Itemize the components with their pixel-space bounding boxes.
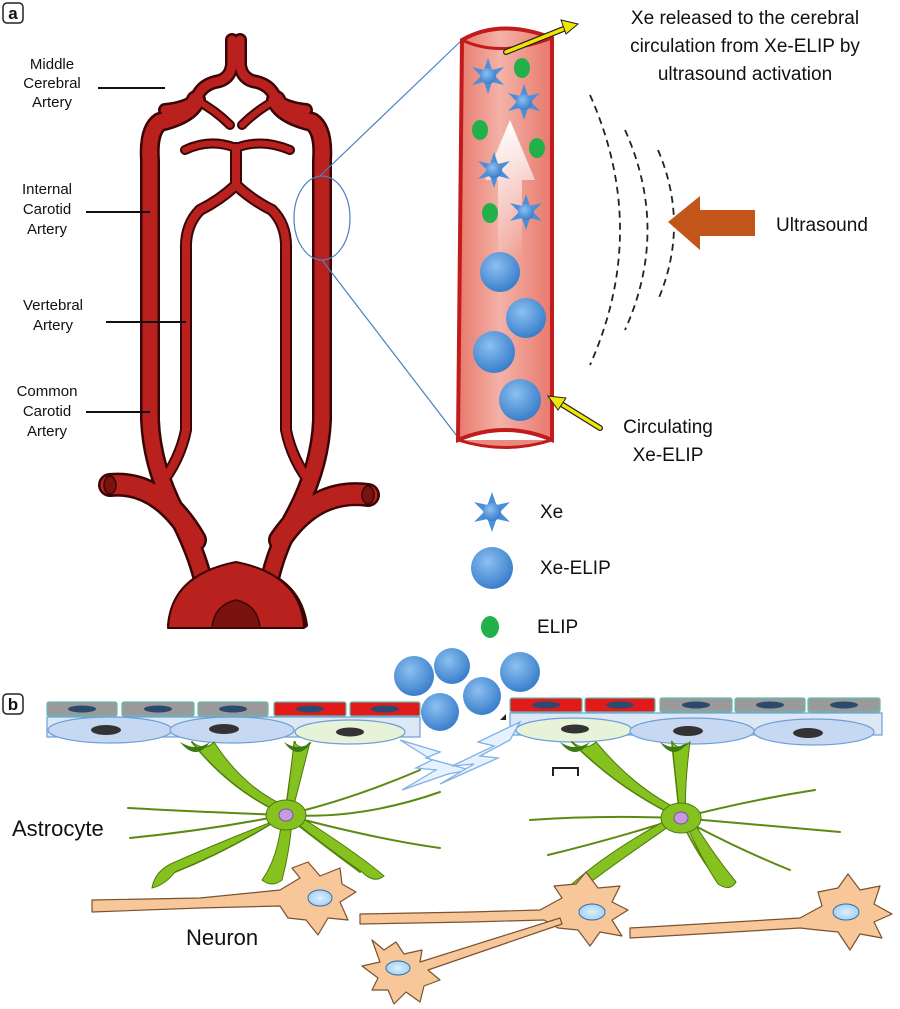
- passing-xe-elip-bubble: [421, 693, 459, 731]
- vessel-elip-dots: [472, 58, 545, 223]
- vessel-xe-elip-bubble: [506, 298, 546, 338]
- vessel-xe-elip-bubble: [480, 252, 520, 292]
- passing-xe-elip-bubbles: [394, 648, 540, 731]
- ica-label-line3: Artery: [27, 221, 68, 238]
- zoom-callout: [293, 39, 463, 441]
- mca-label-line2: Cerebral: [23, 75, 81, 92]
- mca-label-line3: Artery: [32, 94, 73, 111]
- cca-label-line2: Carotid: [23, 403, 71, 420]
- astrocyte-right: [529, 740, 841, 889]
- xe-star-icon: [508, 84, 540, 120]
- arterial-tree: [98, 33, 380, 629]
- xe-diffusion-bolts: [399, 720, 522, 791]
- astrocyte-right-nucleus: [673, 811, 689, 825]
- subclavian-left-end: [103, 475, 117, 495]
- subclavian-right-end: [361, 485, 375, 505]
- legend-xe-label: Xe: [540, 502, 563, 523]
- flow-arrow: [485, 120, 535, 260]
- lightning-bolt-icon: [439, 720, 522, 785]
- lightning-bolt-icon: [399, 739, 471, 791]
- panel-b-letter-badge: b: [2, 693, 24, 715]
- release-caption: Xe released to the cerebral circulation …: [630, 8, 860, 85]
- endothelial-nuclei: [68, 701, 858, 713]
- panel-b: b: [2, 648, 893, 1005]
- cca-label-line1: Common: [17, 383, 78, 400]
- vessel-elip-dot: [529, 138, 545, 158]
- panel-b-letter: b: [8, 695, 18, 714]
- ultrasound-wave: [624, 129, 649, 331]
- astrocyte-left: [127, 740, 441, 889]
- release-line1: Xe released to the cerebral: [631, 8, 859, 29]
- passing-xe-elip-bubble: [463, 677, 501, 715]
- panel-a-letter: a: [8, 4, 18, 23]
- ultrasound-waves: [589, 94, 675, 366]
- va-label-line1: Vertebral: [23, 297, 83, 314]
- mca-label-line1: Middle: [30, 56, 74, 73]
- legend: Xe Xe-ELIP ELIP: [471, 492, 611, 638]
- neuron-3: [629, 873, 893, 951]
- passing-xe-elip-bubble: [434, 648, 470, 684]
- xe-star-icon: [478, 152, 510, 188]
- vessel-elip-dot: [514, 58, 530, 78]
- aortic-arch-lumen: [211, 599, 261, 629]
- vessel-elip-dot: [472, 120, 488, 140]
- vessel-xe-stars: [472, 58, 542, 230]
- neuron-4: [361, 917, 563, 1005]
- label-leaders: [86, 87, 186, 413]
- va-label-line2: Artery: [33, 317, 74, 334]
- pericyte-nuclei: [91, 724, 823, 738]
- aortic-arch: [167, 561, 305, 629]
- zoom-line-bottom: [321, 259, 461, 441]
- circulating-line1: Circulating: [623, 417, 713, 438]
- gap-bracket-icon: [552, 767, 579, 776]
- release-line2: circulation from Xe-ELIP by: [630, 36, 860, 57]
- vessel-xe-elip-bubble: [499, 379, 541, 421]
- legend-elip-label: ELIP: [537, 617, 578, 638]
- artery-labels: Middle Cerebral Artery Internal Carotid …: [17, 56, 83, 440]
- xe-star-icon: [472, 58, 504, 94]
- legend-elip-icon: [481, 616, 499, 638]
- magnified-vessel: [455, 26, 554, 449]
- xe-star-icon: [510, 194, 542, 230]
- astrocyte-label: Astrocyte: [12, 816, 104, 841]
- circulating-pointer-arrow-icon: [546, 395, 603, 431]
- circulating-line2: Xe-ELIP: [633, 445, 704, 466]
- cca-label-line3: Artery: [27, 423, 68, 440]
- small-pointer-icon: [500, 714, 506, 720]
- ultrasound-label: Ultrasound: [776, 215, 868, 236]
- ica-label-line2: Carotid: [23, 201, 71, 218]
- panel-a: a: [2, 2, 868, 629]
- neuron-label: Neuron: [186, 925, 258, 950]
- astrocyte-left-nucleus: [278, 808, 294, 822]
- circulating-caption: Circulating Xe-ELIP: [623, 417, 713, 466]
- vessel-rim: [461, 36, 553, 50]
- ica-label-line1: Internal: [22, 181, 72, 198]
- passing-xe-elip-bubble: [500, 652, 540, 692]
- neuron-1: [91, 861, 357, 936]
- release-line3: ultrasound activation: [658, 64, 832, 85]
- artery-fill: [100, 35, 378, 598]
- legend-xe-elip-label: Xe-ELIP: [540, 558, 611, 579]
- zoom-line-top: [319, 39, 463, 177]
- ultrasound-arrow-icon: [668, 196, 755, 250]
- vessel-xe-elip-bubbles: [473, 252, 546, 421]
- release-pointer-arrow-icon: [503, 19, 580, 55]
- panel-a-letter-badge: a: [2, 2, 24, 24]
- vessel-elip-dot: [482, 203, 498, 223]
- passing-xe-elip-bubble: [394, 656, 434, 696]
- legend-xe-elip-icon: [471, 547, 513, 589]
- neurons: [91, 861, 893, 1005]
- vessel-xe-elip-bubble: [473, 331, 515, 373]
- neuron-2: [359, 871, 629, 947]
- ultrasound-wave: [589, 94, 621, 366]
- legend-xe-icon: [474, 492, 510, 532]
- vessel-opening: [457, 438, 553, 449]
